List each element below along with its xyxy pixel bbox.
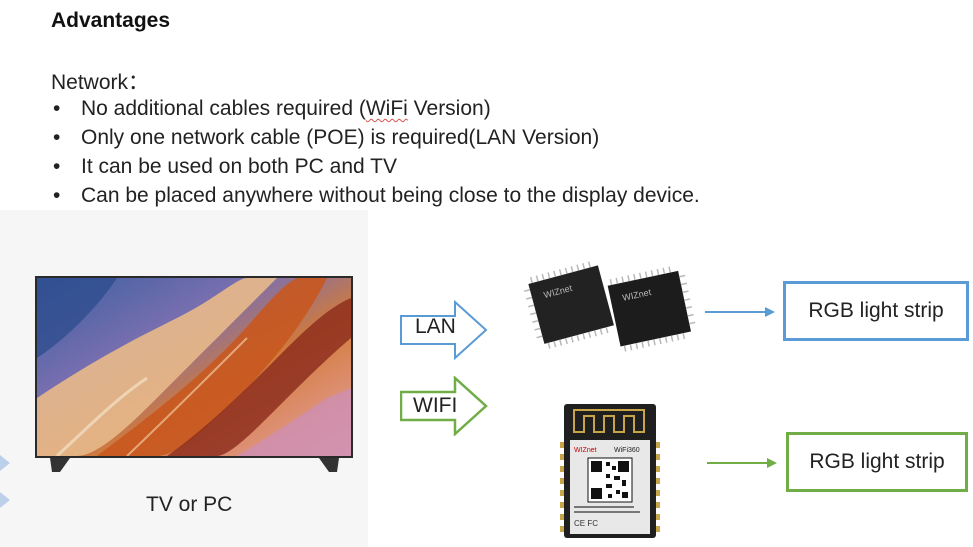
lan-connector-arrow-icon (705, 305, 777, 324)
wifi-module-image: WIZnet WiFi360 CE FC (560, 402, 660, 540)
tv-stand-right (305, 458, 345, 479)
wifi-arrow-icon (399, 375, 488, 441)
chevron-right-icon (0, 492, 12, 508)
lan-label: LAN (415, 315, 456, 338)
tv-label: TV or PC (146, 493, 233, 516)
advantages-list: No additional cables required (WiFi Vers… (51, 94, 700, 210)
module-cert-text: CE FC (574, 519, 598, 528)
ethernet-chip-image: WIZnet WIZnet (520, 250, 696, 360)
list-item: Only one network cable (POE) is required… (51, 123, 700, 152)
list-item: No additional cables required (WiFi Vers… (51, 94, 700, 123)
rgb-strip-lan-box: RGB light strip (783, 281, 969, 341)
lan-arrow-icon (400, 299, 488, 365)
wifi-connector-arrow-icon (707, 456, 779, 475)
list-item: Can be placed anywhere without being clo… (51, 181, 700, 210)
tv-screen-image (35, 276, 353, 458)
module-model-text: WiFi360 (614, 447, 640, 454)
tv-stand-left (48, 458, 88, 479)
list-item: It can be used on both PC and TV (51, 152, 700, 181)
rgb-strip-wifi-label: RGB light strip (809, 450, 945, 473)
rgb-strip-wifi-box: RGB light strip (786, 432, 968, 492)
spellcheck-word: WiFi (365, 97, 408, 120)
wifi-label: WIFI (413, 394, 458, 417)
chevron-right-icon (0, 455, 12, 471)
network-heading: Network： (51, 71, 150, 94)
module-brand-text: WIZnet (574, 447, 597, 454)
slide-title: Advantages (51, 9, 171, 32)
rgb-strip-lan-label: RGB light strip (808, 299, 944, 322)
